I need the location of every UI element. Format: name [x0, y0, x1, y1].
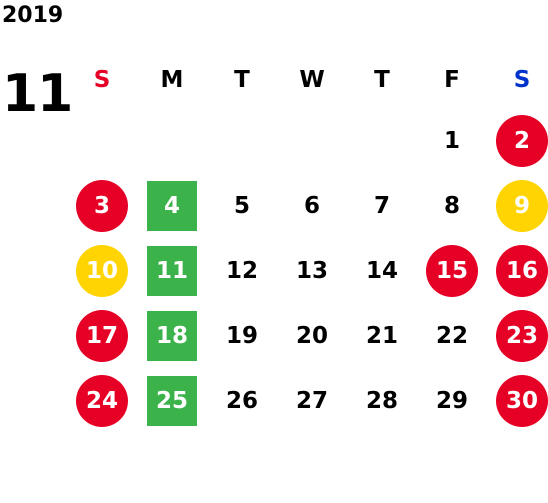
calendar-day[interactable]: 17	[67, 303, 137, 368]
calendar-day[interactable]: 9	[487, 173, 548, 238]
weekday-header: W	[299, 67, 325, 93]
calendar-day-number: 16	[505, 257, 538, 284]
calendar-day-number: 17	[85, 322, 118, 349]
calendar-day-number: 29	[435, 387, 468, 414]
calendar-empty-cell	[277, 108, 347, 173]
calendar-day-number: 27	[295, 387, 328, 414]
weekday-header: M	[160, 67, 184, 93]
calendar-day-number: 1	[443, 127, 460, 154]
calendar-day[interactable]: 1	[417, 108, 487, 173]
calendar-day-number: 15	[435, 257, 468, 284]
calendar-day-number: 6	[303, 192, 320, 219]
calendar-day[interactable]: 14	[347, 238, 417, 303]
calendar-empty-cell	[67, 108, 137, 173]
calendar-day-number: 12	[225, 257, 258, 284]
calendar-empty-cell	[207, 108, 277, 173]
calendar-day[interactable]: 6	[277, 173, 347, 238]
calendar-day-number: 8	[443, 192, 460, 219]
calendar-day[interactable]: 8	[417, 173, 487, 238]
calendar-day[interactable]: 11	[137, 238, 207, 303]
calendar-day[interactable]: 27	[277, 368, 347, 433]
calendar-day[interactable]: 25	[137, 368, 207, 433]
calendar-day-number: 4	[163, 192, 180, 219]
calendar-day[interactable]: 24	[67, 368, 137, 433]
calendar-day-number: 3	[93, 192, 110, 219]
calendar-day[interactable]: 19	[207, 303, 277, 368]
calendar-month: 11	[2, 64, 73, 124]
weekday-header: S	[93, 67, 111, 93]
weekday-header: S	[513, 67, 531, 93]
calendar-day[interactable]: 13	[277, 238, 347, 303]
calendar-day[interactable]: 10	[67, 238, 137, 303]
calendar-day[interactable]: 4	[137, 173, 207, 238]
calendar-day-number: 20	[295, 322, 328, 349]
calendar-day-number: 10	[85, 257, 118, 284]
calendar-day[interactable]: 23	[487, 303, 548, 368]
calendar-empty-cell	[347, 108, 417, 173]
calendar-day[interactable]: 2	[487, 108, 548, 173]
calendar-empty-cell	[137, 108, 207, 173]
calendar-day[interactable]: 7	[347, 173, 417, 238]
calendar-day[interactable]: 5	[207, 173, 277, 238]
calendar-day[interactable]: 18	[137, 303, 207, 368]
calendar-day-number: 9	[513, 192, 530, 219]
calendar-day[interactable]: 16	[487, 238, 548, 303]
calendar-day[interactable]: 3	[67, 173, 137, 238]
weekday-header: T	[234, 67, 250, 93]
weekday-header: F	[444, 67, 460, 93]
calendar-day[interactable]: 30	[487, 368, 548, 433]
weekday-header: T	[374, 67, 390, 93]
calendar-day[interactable]: 20	[277, 303, 347, 368]
calendar-day-number: 23	[505, 322, 538, 349]
calendar-day-number: 22	[435, 322, 468, 349]
calendar-day-number: 18	[155, 322, 188, 349]
calendar-day-number: 28	[365, 387, 398, 414]
calendar-day[interactable]: 29	[417, 368, 487, 433]
calendar-year: 2019	[2, 3, 64, 28]
calendar-day-number: 30	[505, 387, 538, 414]
calendar-day-number: 7	[373, 192, 390, 219]
calendar-day-number: 25	[155, 387, 188, 414]
calendar-day-number: 5	[233, 192, 250, 219]
calendar-day[interactable]: 26	[207, 368, 277, 433]
calendar-day-number: 24	[85, 387, 118, 414]
calendar-day-number: 21	[365, 322, 398, 349]
calendar-day-number: 14	[365, 257, 398, 284]
calendar-day-number: 13	[295, 257, 328, 284]
calendar-day[interactable]: 28	[347, 368, 417, 433]
calendar-day[interactable]: 15	[417, 238, 487, 303]
calendar-day-number: 2	[513, 127, 530, 154]
calendar-day[interactable]: 22	[417, 303, 487, 368]
calendar-day[interactable]: 12	[207, 238, 277, 303]
calendar-day-number: 11	[155, 257, 188, 284]
calendar-day[interactable]: 21	[347, 303, 417, 368]
calendar-day-number: 19	[225, 322, 258, 349]
calendar-day-number: 26	[225, 387, 258, 414]
